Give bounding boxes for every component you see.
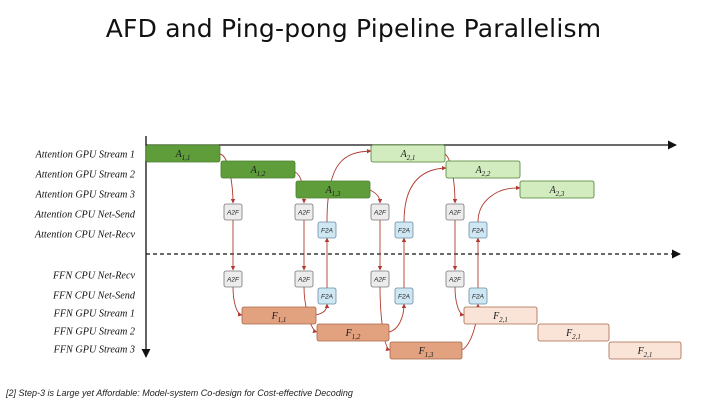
svg-text:A2F: A2F bbox=[297, 209, 311, 216]
flow-arrow bbox=[326, 148, 372, 223]
row-label: Attention GPU Stream 1 bbox=[34, 150, 135, 161]
attention-block: A1,1 bbox=[145, 144, 221, 163]
a2f-tag: A2F bbox=[445, 203, 465, 221]
a2f-tag: A2F bbox=[370, 270, 390, 288]
row-label: Attention GPU Stream 2 bbox=[34, 170, 135, 181]
svg-text:A2F: A2F bbox=[448, 209, 462, 216]
a2f-tag: A2F bbox=[223, 270, 243, 288]
f2a-tag: F2A bbox=[394, 287, 414, 305]
f2a-tag: F2A bbox=[317, 287, 337, 305]
svg-text:F2A: F2A bbox=[472, 227, 484, 234]
a2f-tag: A2F bbox=[294, 270, 314, 288]
flow-arrow bbox=[454, 286, 465, 317]
flow-arrow bbox=[315, 303, 330, 316]
svg-text:A2F: A2F bbox=[226, 209, 240, 216]
svg-text:A2F: A2F bbox=[448, 276, 462, 283]
attention-block: A2,2 bbox=[445, 160, 521, 179]
a2f-tag: A2F bbox=[370, 203, 390, 221]
a2f-tag: A2F bbox=[294, 203, 314, 221]
attention-block: A1,3 bbox=[295, 180, 371, 199]
svg-text:A2F: A2F bbox=[226, 276, 240, 283]
svg-text:F2A: F2A bbox=[321, 293, 333, 300]
svg-text:F2A: F2A bbox=[321, 227, 333, 234]
svg-text:F2A: F2A bbox=[398, 227, 410, 234]
attention-block: A2,1 bbox=[370, 144, 446, 163]
slide-title: AFD and Ping-pong Pipeline Parallelism bbox=[105, 14, 602, 43]
f2a-tag: F2A bbox=[468, 287, 488, 305]
row-label: FFN CPU Net-Recv bbox=[52, 271, 136, 282]
attention-block: A1,2 bbox=[220, 160, 296, 179]
svg-text:A2F: A2F bbox=[373, 276, 387, 283]
row-label: Attention CPU Net-Recv bbox=[34, 230, 136, 241]
svg-text:F2A: F2A bbox=[398, 293, 410, 300]
f2a-tag: F2A bbox=[468, 221, 488, 239]
attention-block: A2,3 bbox=[519, 180, 595, 199]
svg-text:A2F: A2F bbox=[373, 209, 387, 216]
row-label: FFN GPU Stream 2 bbox=[53, 327, 135, 338]
flow-arrow bbox=[403, 165, 447, 223]
ffn-block: F2,1 bbox=[537, 323, 610, 342]
ffn-block: F2,1 bbox=[608, 341, 682, 360]
flow-arrow bbox=[388, 303, 407, 333]
ffn-block: F2,1 bbox=[463, 306, 538, 325]
flow-arrow bbox=[477, 185, 521, 223]
svg-text:A2F: A2F bbox=[297, 276, 311, 283]
citation: [2] Step-3 is Large yet Affordable: Mode… bbox=[6, 388, 353, 398]
row-label: FFN GPU Stream 1 bbox=[53, 309, 135, 320]
flow-arrow bbox=[369, 189, 383, 204]
a2f-tag: A2F bbox=[223, 203, 243, 221]
row-label: FFN GPU Stream 3 bbox=[53, 345, 135, 356]
f2a-tag: F2A bbox=[394, 221, 414, 239]
svg-text:F2A: F2A bbox=[472, 293, 484, 300]
ffn-block: F1,3 bbox=[389, 341, 463, 360]
a2f-tag: A2F bbox=[445, 270, 465, 288]
row-label: Attention CPU Net-Send bbox=[34, 210, 136, 221]
f2a-tag: F2A bbox=[317, 221, 337, 239]
ffn-block: F1,1 bbox=[241, 306, 317, 325]
row-label: FFN CPU Net-Send bbox=[52, 291, 136, 302]
ffn-block: F1,2 bbox=[316, 323, 390, 342]
row-label: Attention GPU Stream 3 bbox=[34, 190, 135, 201]
flow-arrow bbox=[232, 286, 243, 317]
